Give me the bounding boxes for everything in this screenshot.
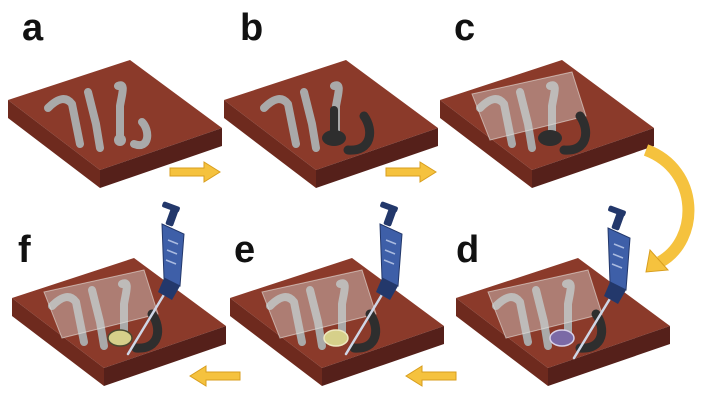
working-electrode-pad-a	[114, 134, 126, 146]
step-f-panel	[12, 258, 226, 386]
drop-cast-sample-d	[549, 329, 575, 347]
reference-pad-c	[538, 130, 562, 146]
step-label-f: f	[18, 229, 31, 271]
arrow-left-icon-de	[405, 365, 457, 387]
arrow-left-icon-ef	[189, 365, 241, 387]
step-c-panel	[440, 60, 654, 188]
arrow-right-icon-bc	[385, 161, 437, 183]
step-label-c: c	[454, 7, 475, 49]
step-d-panel	[456, 258, 670, 386]
step-a-panel	[8, 60, 222, 188]
arrow-right-icon-ab	[169, 161, 221, 183]
counter-electrode-a	[130, 118, 152, 150]
insulation-layer-e	[261, 269, 377, 339]
curved-arrow-icon-cd	[643, 144, 695, 268]
step-label-b: b	[240, 7, 263, 49]
step-e-panel	[230, 258, 444, 386]
reference-arc-e	[349, 309, 381, 353]
step-b-panel	[224, 60, 438, 188]
insulation-layer-c	[471, 71, 587, 141]
drop-cast-sample-e	[323, 329, 349, 347]
reference-arc-f	[131, 309, 163, 353]
insulation-layer-f	[43, 269, 159, 339]
reference-pad-b	[322, 130, 346, 146]
drop-cast-sample-f	[107, 329, 133, 347]
reference-arc-b	[343, 111, 375, 155]
reference-arc-c	[559, 111, 591, 155]
step-label-e: e	[234, 229, 255, 271]
step-label-d: d	[456, 229, 479, 271]
step-label-a: a	[22, 7, 44, 49]
curved-arrow-head-icon	[645, 248, 670, 273]
